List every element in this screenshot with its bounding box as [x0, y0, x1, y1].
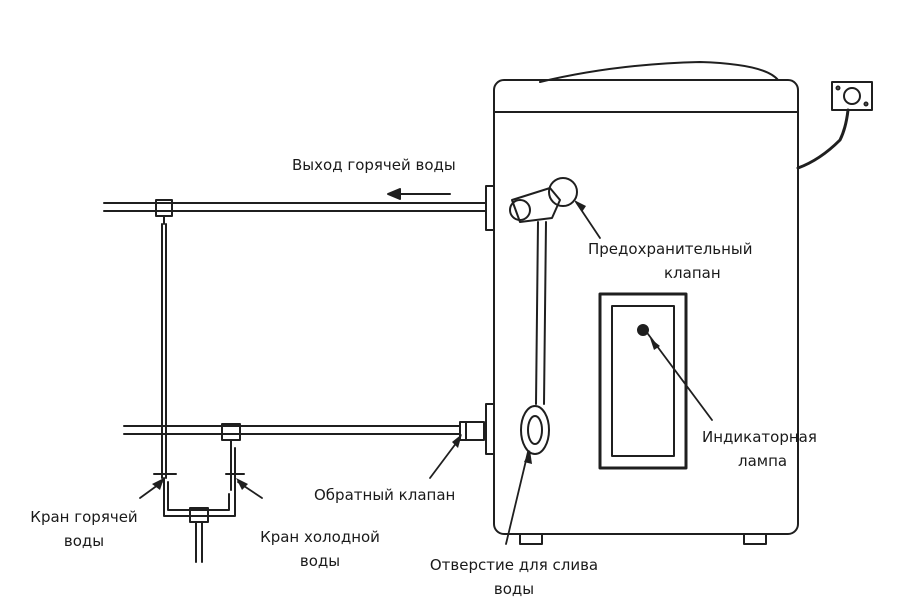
cold-water-pipe	[123, 403, 495, 455]
heater-tank	[493, 61, 799, 545]
label-drain-hole-2: воды	[493, 580, 535, 598]
label-drain-hole-1: Отверстие для слива	[429, 556, 599, 574]
label-indicator-lamp-2: лампа	[738, 452, 788, 470]
indicator-panel	[598, 292, 688, 470]
label-cold-water-tap-2: воды	[299, 552, 341, 570]
power-socket	[796, 81, 873, 170]
label-hot-water-tap-1: Кран горячей	[30, 508, 138, 526]
label-check-valve: Обратный клапан	[314, 486, 456, 504]
label-hot-water-tap-2: воды	[63, 532, 105, 550]
hot-water-pipe	[103, 185, 495, 231]
mixer-assembly	[153, 223, 245, 563]
safety-valve	[509, 177, 578, 455]
label-indicator-lamp-1: Индикаторная	[702, 428, 817, 446]
flow-arrow-icon	[387, 188, 451, 200]
label-hot-water-outlet: Выход горячей воды	[292, 156, 456, 174]
label-safety-valve-1: Предохранительный	[588, 240, 753, 258]
label-safety-valve-2: клапан	[664, 264, 721, 282]
label-cold-water-tap-1: Кран холодной	[260, 528, 380, 546]
